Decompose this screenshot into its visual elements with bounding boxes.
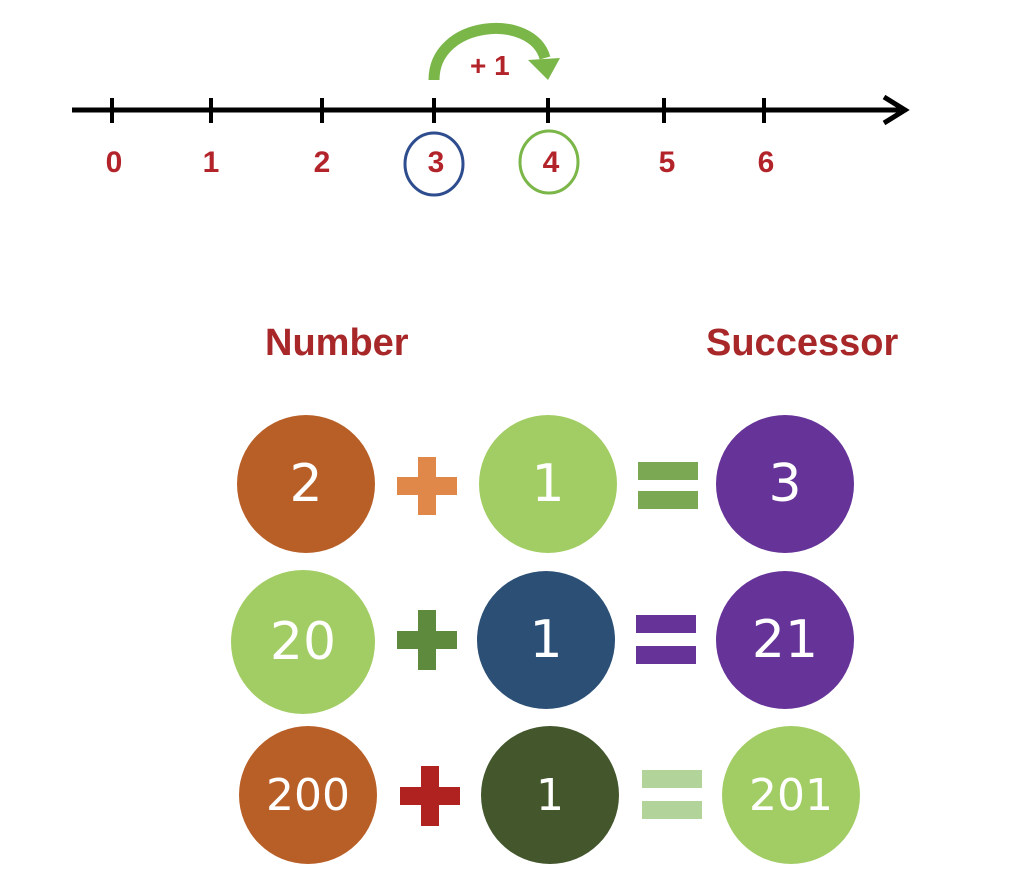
end-value-circle <box>518 129 580 195</box>
plus-icon <box>397 610 457 670</box>
arrow-head-icon <box>882 94 910 126</box>
number-circle: 20 <box>231 570 375 714</box>
tick-label-1: 1 <box>202 146 220 179</box>
number-circle: 2 <box>237 415 375 553</box>
number-header: Number <box>265 322 409 364</box>
jump-arrowhead-icon <box>528 58 560 80</box>
jump-label: + 1 <box>470 50 510 81</box>
addend-circle: 1 <box>477 571 615 709</box>
jump-arc-icon <box>428 23 551 81</box>
tick-label-5: 5 <box>658 146 676 179</box>
successor-circle: 21 <box>716 571 854 709</box>
equals-icon <box>636 615 696 664</box>
addend-circle: 1 <box>481 726 619 864</box>
plus-icon <box>400 766 460 826</box>
ticks <box>110 98 766 123</box>
tick-label-2: 2 <box>313 146 331 179</box>
tick-label-4: 4 <box>542 146 560 179</box>
successor-circle: 3 <box>716 415 854 553</box>
start-value-circle <box>403 131 465 197</box>
plus-icon <box>397 457 457 515</box>
number-circle: 200 <box>239 726 377 864</box>
equals-icon <box>638 462 698 509</box>
tick-label-6: 6 <box>757 146 775 179</box>
number-line <box>72 23 910 197</box>
equals-icon <box>642 770 702 819</box>
tick-label-0: 0 <box>105 146 123 179</box>
successor-header: Successor <box>706 322 899 364</box>
tick-label-3: 3 <box>427 146 445 179</box>
addend-circle: 1 <box>479 415 617 553</box>
successor-circle: 201 <box>722 726 860 864</box>
